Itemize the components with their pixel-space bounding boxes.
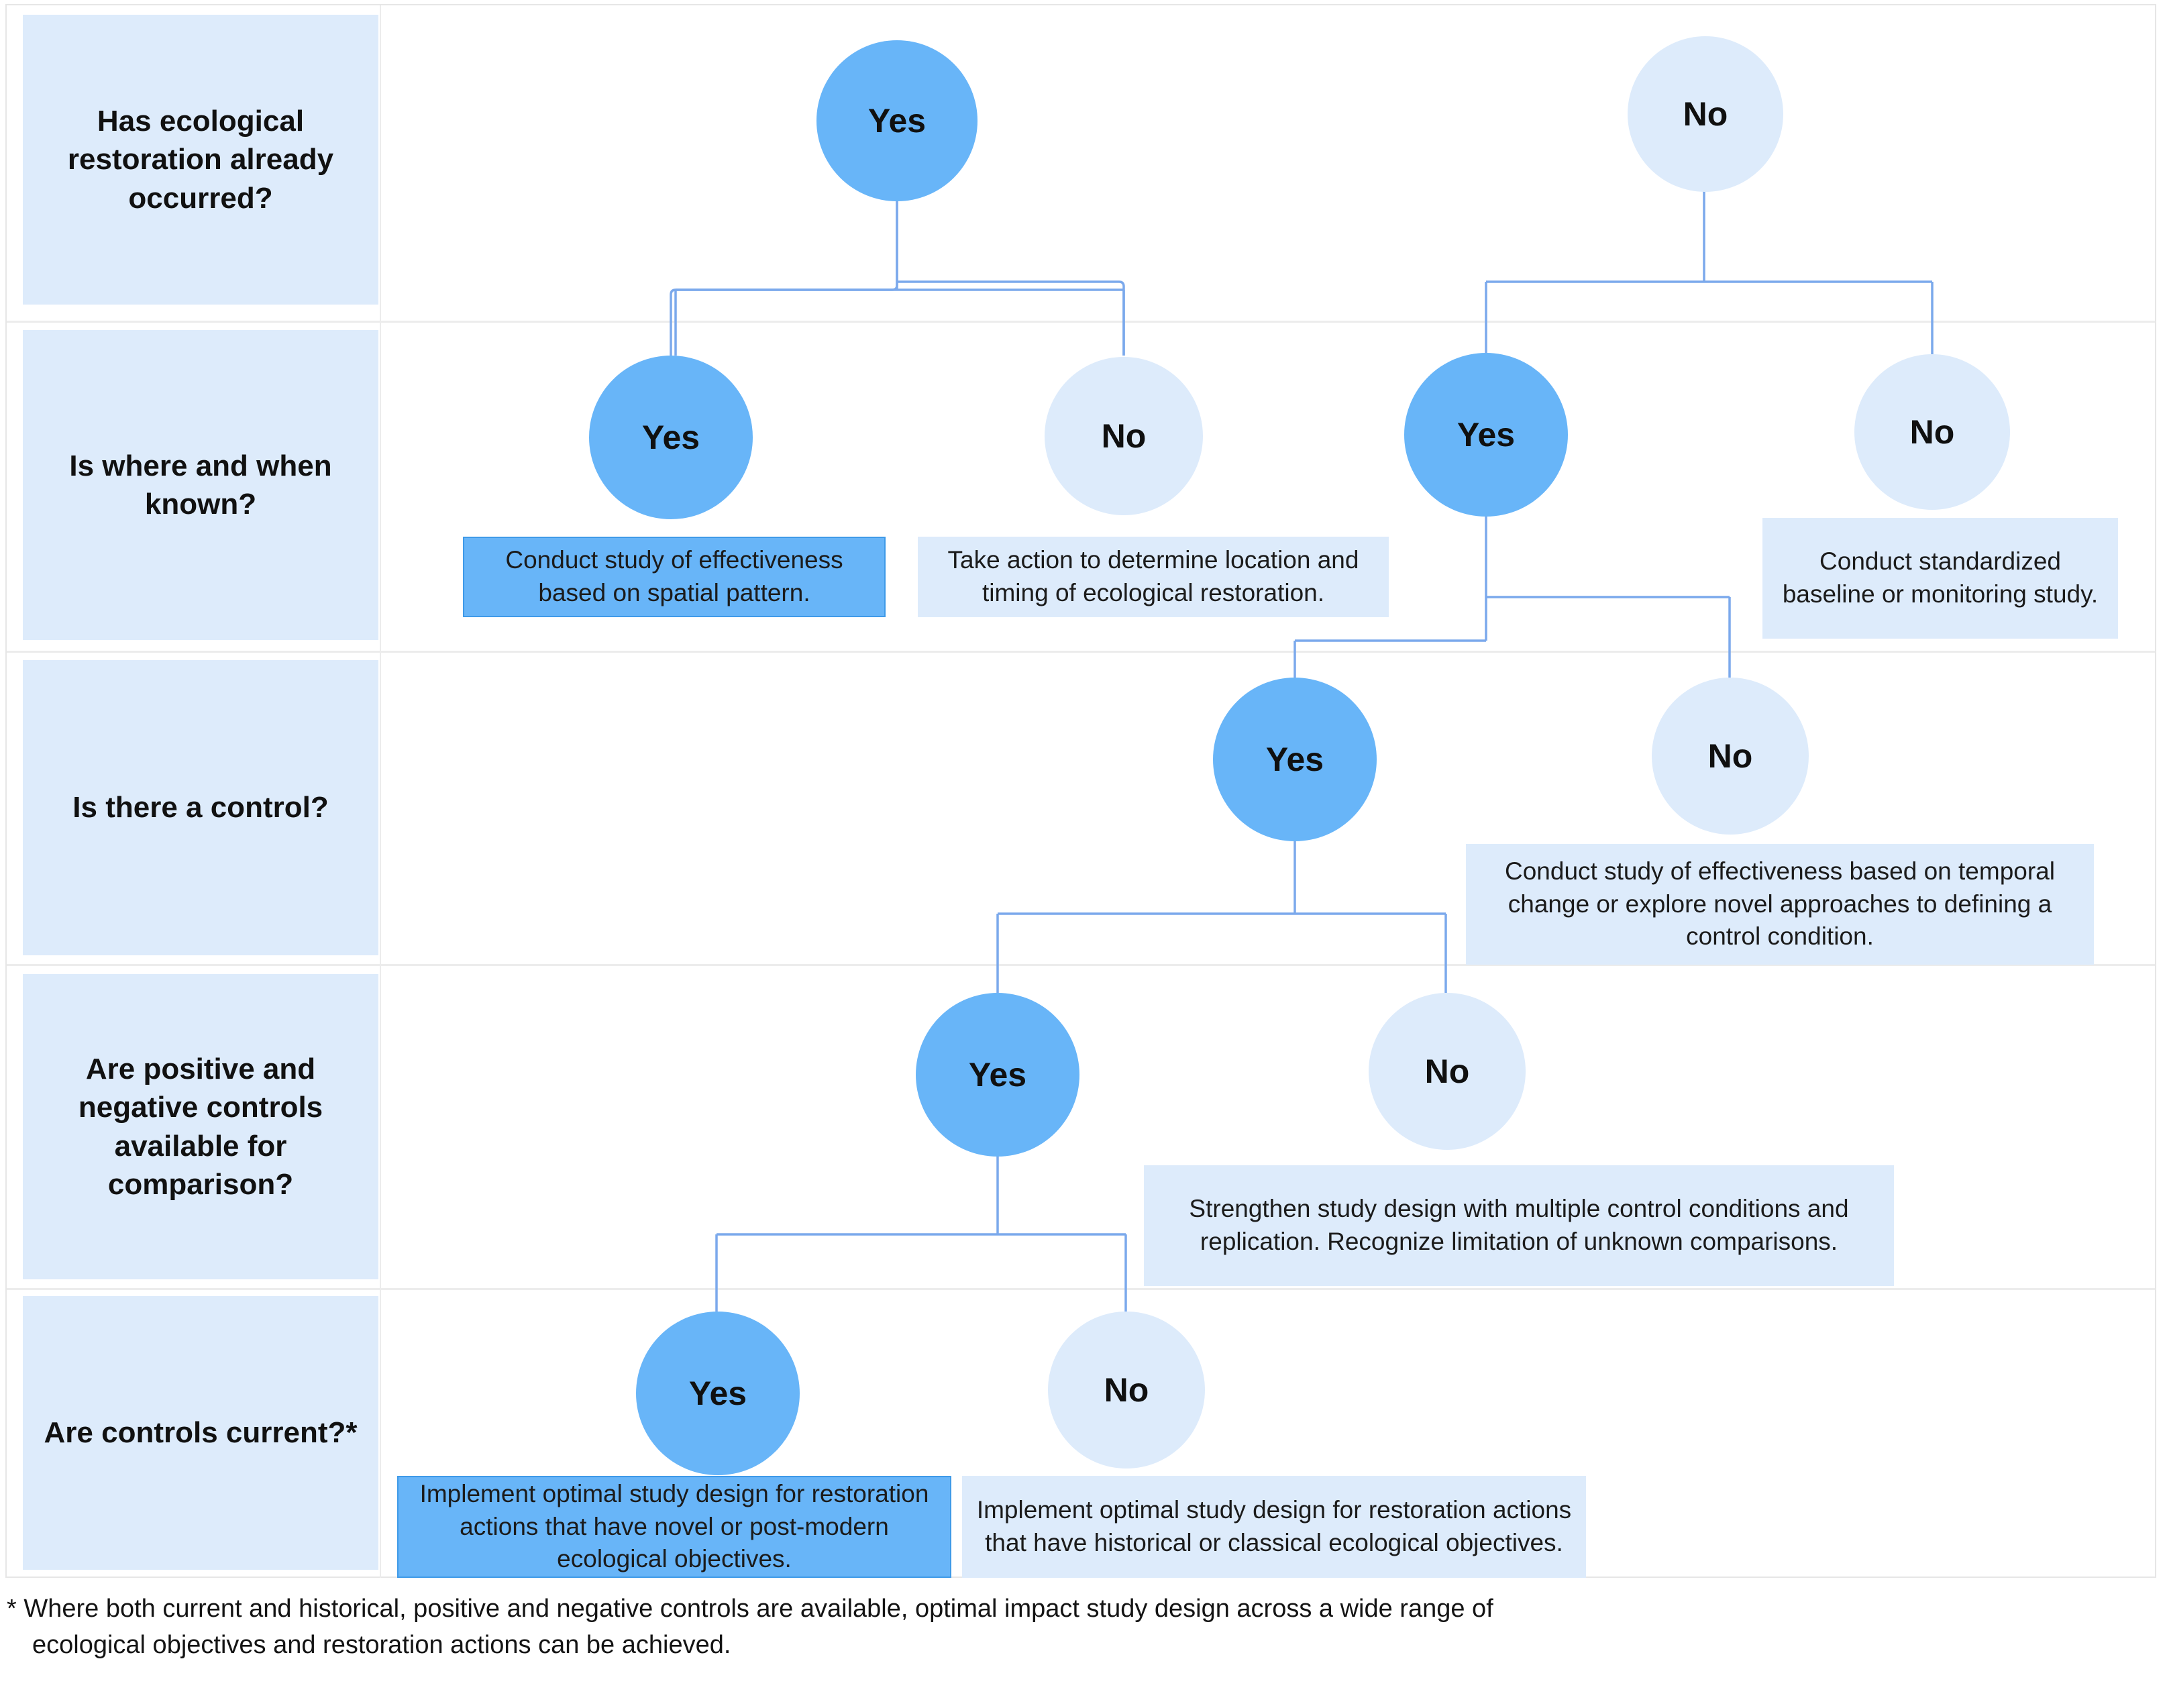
question-cell-1: Has ecological restoration already occur… bbox=[23, 15, 378, 305]
node-label: No bbox=[1683, 95, 1728, 133]
outcome-take-action: Take action to determine location and ti… bbox=[918, 537, 1389, 617]
question-cell-4: Are positive and negative controls avail… bbox=[23, 974, 378, 1279]
outcome-text: Take action to determine location and ti… bbox=[947, 546, 1359, 606]
outcome-text: Implement optimal study design for resto… bbox=[419, 1479, 929, 1573]
node-r2-b-yes[interactable]: Yes bbox=[1404, 353, 1568, 517]
row-separator-2 bbox=[7, 651, 2155, 653]
outcome-baseline-monitoring: Conduct standardized baseline or monitor… bbox=[1762, 518, 2118, 639]
node-r2-a-yes[interactable]: Yes bbox=[589, 356, 753, 519]
node-label: Yes bbox=[688, 1375, 747, 1412]
question-cell-5: Are controls current?* bbox=[23, 1296, 378, 1570]
outcome-novel-objectives: Implement optimal study design for resto… bbox=[397, 1476, 951, 1578]
node-r2-a-no[interactable]: No bbox=[1045, 357, 1203, 515]
node-label: No bbox=[1104, 1371, 1149, 1409]
node-label: Yes bbox=[968, 1056, 1027, 1093]
node-label: No bbox=[1909, 413, 1955, 451]
row-separator-3 bbox=[7, 964, 2155, 966]
label-column-divider bbox=[380, 5, 381, 1578]
node-label: Yes bbox=[867, 102, 927, 140]
node-r2-b-no[interactable]: No bbox=[1854, 354, 2010, 510]
footnote-line-1: * Where both current and historical, pos… bbox=[7, 1595, 1493, 1623]
node-label: No bbox=[1424, 1053, 1470, 1090]
node-label: Yes bbox=[1457, 416, 1516, 453]
outcome-text: Conduct study of effectiveness based on … bbox=[1505, 857, 2055, 951]
outcome-strengthen-design: Strengthen study design with multiple co… bbox=[1144, 1165, 1894, 1286]
outcome-temporal-change: Conduct study of effectiveness based on … bbox=[1466, 844, 2094, 965]
outcome-historical-objectives: Implement optimal study design for resto… bbox=[962, 1476, 1586, 1578]
row-separator-1 bbox=[7, 321, 2155, 323]
footnote-line-2: ecological objectives and restoration ac… bbox=[32, 1630, 731, 1659]
node-r4-yes[interactable]: Yes bbox=[916, 993, 1079, 1157]
node-r1-yes[interactable]: Yes bbox=[816, 40, 977, 201]
node-r1-no[interactable]: No bbox=[1628, 36, 1783, 192]
outcome-text: Conduct study of effectiveness based on … bbox=[505, 546, 843, 606]
question-cell-2: Is where and when known? bbox=[23, 330, 378, 640]
footnote: * Where both current and historical, pos… bbox=[7, 1591, 2100, 1664]
node-label: No bbox=[1707, 737, 1753, 775]
question-cell-3: Is there a control? bbox=[23, 660, 378, 955]
outcome-text: Implement optimal study design for resto… bbox=[976, 1496, 1572, 1556]
node-r5-no[interactable]: No bbox=[1048, 1312, 1205, 1469]
node-label: Yes bbox=[1265, 741, 1324, 778]
node-r3-yes[interactable]: Yes bbox=[1213, 678, 1377, 841]
outcome-spatial-pattern: Conduct study of effectiveness based on … bbox=[463, 537, 886, 617]
outcome-text: Strengthen study design with multiple co… bbox=[1189, 1195, 1849, 1255]
outcome-text: Conduct standardized baseline or monitor… bbox=[1782, 547, 2099, 608]
node-label: No bbox=[1101, 417, 1147, 455]
row-separator-4 bbox=[7, 1288, 2155, 1290]
node-r3-no[interactable]: No bbox=[1652, 678, 1809, 835]
node-r4-no[interactable]: No bbox=[1369, 993, 1526, 1150]
node-label: Yes bbox=[641, 419, 700, 456]
node-r5-yes[interactable]: Yes bbox=[636, 1312, 800, 1475]
